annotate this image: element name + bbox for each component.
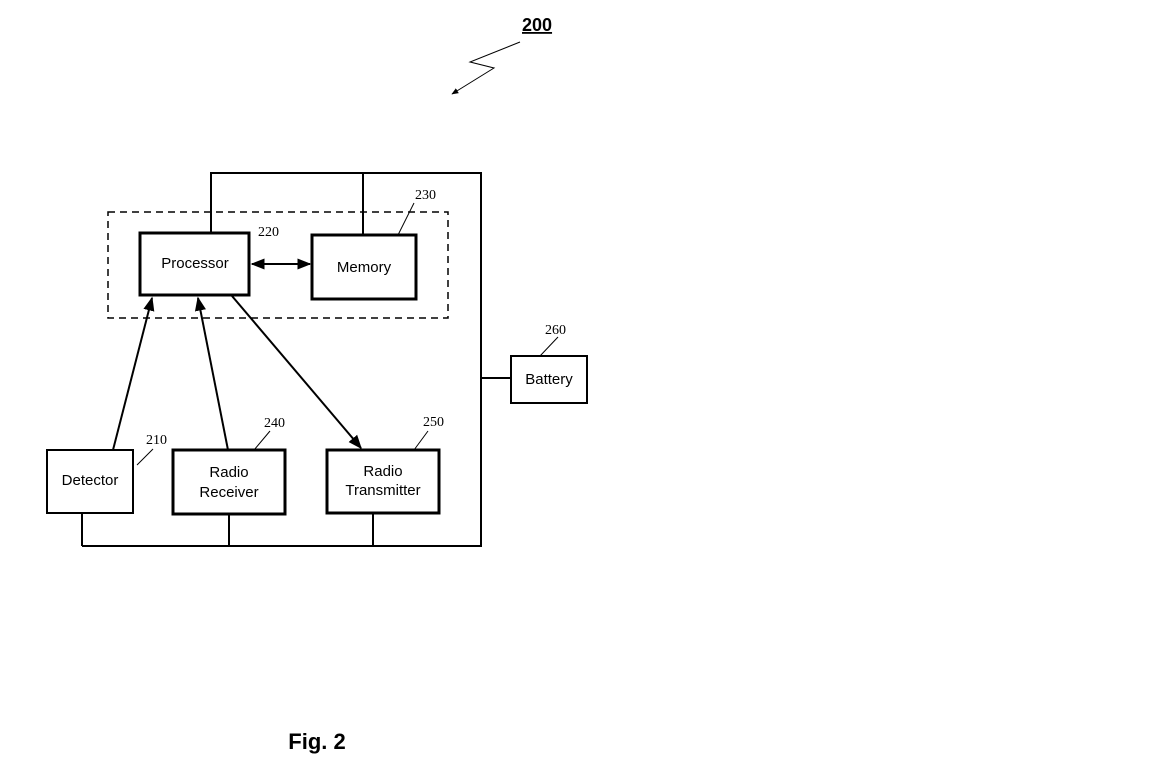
memory-box [310,233,418,301]
radio-transmitter-label-line1: Radio [363,463,402,480]
battery-box [510,355,588,404]
memory-ref-leader [397,202,415,236]
radio-receiver-ref: 240 [264,416,285,431]
battery-ref-leader [539,336,559,357]
receiver-to-processor-arrow [194,296,229,451]
detector-ref-leader [136,448,154,466]
radio-transmitter-ref: 250 [423,415,444,430]
battery-label: Battery [525,371,573,388]
radio-transmitter-box [325,448,441,515]
memory-label: Memory [337,259,392,276]
processor-to-transmitter-arrow [231,295,362,450]
detector-to-processor-arrow [112,296,155,451]
radio-transmitter-label-line2: Transmitter [345,482,420,499]
detector-label: Detector [62,472,119,489]
radio-transmitter-ref-leader [413,430,429,451]
figure-number: 200 [522,15,552,35]
radio-receiver-label-line2: Receiver [199,484,258,501]
memory-ref: 230 [415,188,436,203]
figure-caption: Fig. 2 [288,729,345,754]
radio-receiver-box [171,448,287,516]
figure-pointer-squiggle [451,41,521,95]
processor-box [138,231,251,297]
power-bus-top [82,172,482,547]
battery-ref: 260 [545,323,566,338]
processor-label: Processor [161,255,229,272]
detector-box [46,449,134,514]
radio-receiver-label-line1: Radio [209,464,248,481]
processing-module-dashed-boundary [107,211,449,319]
radio-receiver-ref-leader [253,430,271,451]
detector-ref: 210 [146,433,167,448]
processor-ref: 220 [258,225,279,240]
